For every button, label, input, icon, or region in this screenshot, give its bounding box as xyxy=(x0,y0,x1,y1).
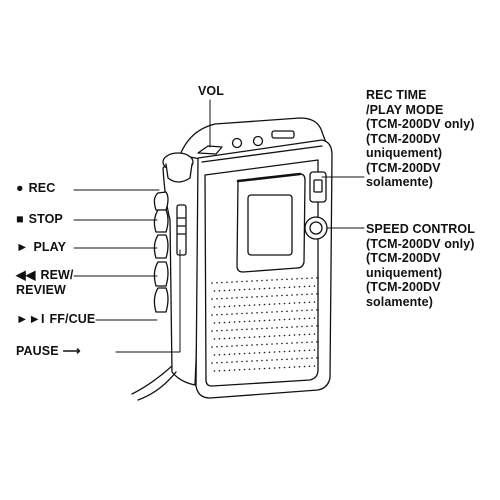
top-jack-1 xyxy=(231,137,243,149)
top-jack-2 xyxy=(252,135,264,147)
vol-dial xyxy=(197,145,223,155)
leader-lines xyxy=(73,99,365,353)
rec-label: ●REC xyxy=(16,181,56,195)
top-switch xyxy=(271,130,295,139)
stop-label: ■STOP xyxy=(16,212,63,226)
pause-slider xyxy=(176,204,187,256)
pause-label: PAUSE⟶ xyxy=(16,344,81,358)
hand-strap xyxy=(131,365,177,401)
speed-control-label: SPEED CONTROL (TCM-200DV only) (TCM-200D… xyxy=(366,222,475,309)
speaker-grille xyxy=(211,276,318,372)
cassette-window xyxy=(236,173,306,273)
speed-control-dial xyxy=(304,216,328,240)
rec-icon: ● xyxy=(16,181,24,195)
rew-review-label: ◀◀REW/ REVIEW xyxy=(16,268,74,297)
fast-forward-icon: ►►I xyxy=(16,312,45,326)
play-label: ►PLAY xyxy=(16,240,67,254)
stop-icon: ■ xyxy=(16,212,24,226)
rec-time-switch xyxy=(309,171,327,203)
rec-time-play-mode-label: REC TIME /PLAY MODE (TCM-200DV only) (TC… xyxy=(366,88,475,189)
vol-label: VOL xyxy=(198,84,224,98)
side-keys xyxy=(153,191,169,313)
play-icon: ► xyxy=(16,240,29,254)
rewind-icon: ◀◀ xyxy=(16,268,36,282)
pause-arrow-icon: ⟶ xyxy=(62,344,81,358)
